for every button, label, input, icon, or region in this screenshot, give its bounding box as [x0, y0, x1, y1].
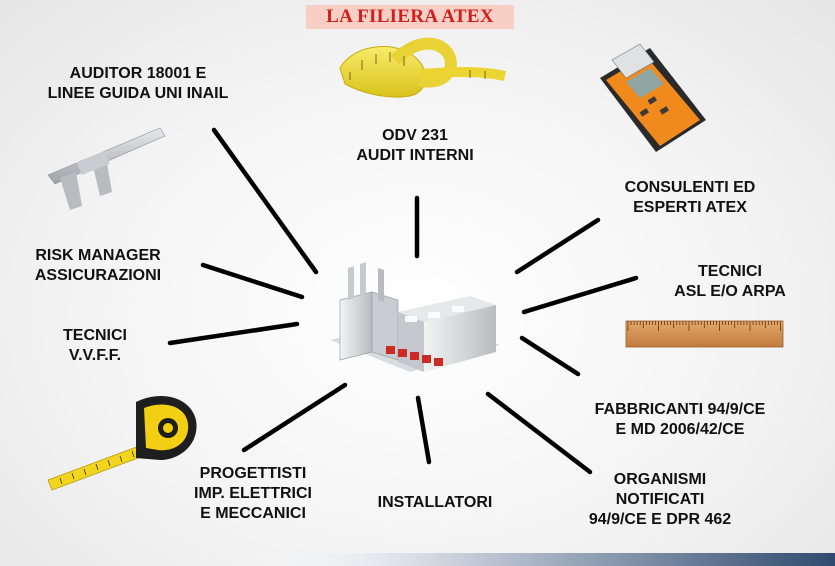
node-odv: ODV 231 AUDIT INTERNI: [335, 126, 495, 166]
node-organismi-line3: 94/9/CE E DPR 462: [588, 511, 732, 528]
node-tecnici-vvff: TECNICI V.V.F.F.: [40, 326, 150, 366]
node-auditor-line1: AUDITOR 18001 E: [69, 65, 207, 82]
line-auditor: [211, 127, 319, 275]
node-installatori-line1: INSTALLATORI: [377, 494, 493, 511]
node-auditor: AUDITOR 18001 E LINEE GUIDA UNI INAIL: [8, 64, 268, 104]
line-tecnici-vvff: [167, 321, 300, 346]
node-progettisti-line2: IMP. ELETTRICI: [194, 485, 312, 502]
caliper-icon: [47, 127, 166, 210]
node-consulenti-line2: ESPERTI ATEX: [633, 199, 747, 216]
node-organismi: ORGANISMI NOTIFICATI 94/9/CE E DPR 462: [570, 470, 750, 530]
node-odv-line1: ODV 231: [382, 127, 448, 144]
node-consulenti: CONSULENTI ED ESPERTI ATEX: [590, 178, 790, 218]
line-progettisti: [241, 382, 348, 453]
node-tecnici-vvff-line1: TECNICI: [63, 327, 127, 344]
node-risk-line2: ASSICURAZIONI: [34, 267, 162, 284]
diagram-title: LA FILIERA ATEX: [306, 5, 514, 29]
node-tecnici-vvff-line2: V.V.F.F.: [68, 347, 122, 364]
gas-detector-icon: [600, 43, 706, 152]
line-fabbricanti: [519, 335, 581, 377]
factory-icon: [330, 262, 500, 372]
node-fabbricanti-line1: FABBRICANTI 94/9/CE: [594, 401, 766, 418]
node-tecnici-asl-line1: TECNICI: [698, 263, 762, 280]
node-fabbricanti-line2: E MD 2006/42/CE: [615, 421, 745, 438]
node-fabbricanti: FABBRICANTI 94/9/CE E MD 2006/42/CE: [560, 400, 800, 440]
connector-lines: [167, 127, 639, 475]
truck-icons: [386, 346, 443, 366]
node-auditor-line2: LINEE GUIDA UNI INAIL: [47, 85, 229, 102]
line-organismi: [485, 391, 593, 475]
line-tecnici-asl: [521, 275, 639, 315]
node-progettisti: PROGETTISTI IMP. ELETTRICI E MECCANICI: [168, 464, 338, 524]
line-installatori: [415, 395, 432, 465]
node-progettisti-line1: PROGETTISTI: [199, 465, 307, 482]
node-tecnici-asl-line2: ASL E/O ARPA: [674, 283, 786, 300]
node-installatori: INSTALLATORI: [360, 493, 510, 513]
bottom-bar: [240, 553, 835, 566]
node-organismi-line2: NOTIFICATI: [615, 491, 705, 508]
node-tecnici-asl: TECNICI ASL E/O ARPA: [640, 262, 820, 302]
ruler-icon: [625, 320, 784, 348]
line-risk: [200, 262, 305, 300]
measuring-tape-icon: [339, 37, 507, 98]
tape-measure-icon: [47, 396, 197, 491]
node-risk-line1: RISK MANAGER: [35, 247, 161, 264]
node-organismi-line1: ORGANISMI: [613, 471, 707, 488]
line-consulenti: [514, 217, 601, 275]
node-odv-line2: AUDIT INTERNI: [356, 147, 474, 164]
node-consulenti-line1: CONSULENTI ED: [624, 179, 756, 196]
node-progettisti-line3: E MECCANICI: [200, 505, 306, 522]
node-risk: RISK MANAGER ASSICURAZIONI: [8, 246, 188, 286]
